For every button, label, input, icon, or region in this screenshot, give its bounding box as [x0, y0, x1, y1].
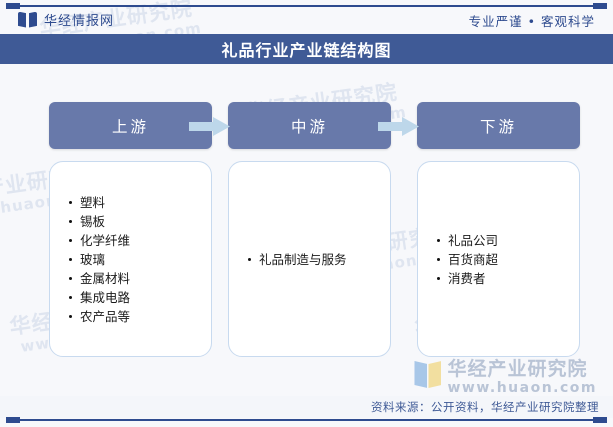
bottom-rule	[6, 417, 607, 423]
list-item: 集成电路	[68, 288, 211, 307]
brand: 华经情报网	[18, 10, 114, 29]
list-item: 锡板	[68, 212, 211, 231]
stage-label: 下游	[479, 117, 517, 136]
list-item: 玻璃	[68, 250, 211, 269]
list-item: 塑料	[68, 193, 211, 212]
list-item: 礼品制造与服务	[247, 250, 390, 269]
footer-logo-cn: 华经产业研究院	[447, 358, 588, 380]
arrow-right-icon	[189, 117, 230, 136]
stage-label: 中游	[290, 117, 328, 136]
book-logo-icon	[414, 361, 442, 388]
footer-logo: 华经产业研究院 www.huaon.com	[414, 359, 597, 396]
list-item: 农产品等	[68, 307, 211, 326]
tagline: 专业严谨 • 客观科学	[468, 14, 595, 29]
footer-logo-text: 华经产业研究院 www.huaon.com	[447, 358, 597, 397]
chart-title-bar: 礼品行业产业链结构图	[0, 34, 613, 64]
stage-header-downstream[interactable]: 下游	[417, 102, 580, 149]
diagram-body: 上游 塑料 锡板 化学纤维 玻璃 金属材料 集成电路 农产品等	[0, 64, 613, 379]
stage-panel-midstream: 礼品制造与服务	[228, 161, 391, 357]
list-item: 消费者	[436, 269, 579, 288]
stage-header-upstream[interactable]: 上游	[49, 102, 212, 149]
list-item: 百货商超	[436, 250, 579, 269]
brand-name: 华经情报网	[44, 14, 115, 29]
stage-item-list: 塑料 锡板 化学纤维 玻璃 金属材料 集成电路 农产品等	[68, 193, 211, 326]
stage-panel-downstream: 礼品公司 百货商超 消费者	[417, 161, 580, 357]
book-logo-icon	[18, 11, 37, 28]
stage-label: 上游	[111, 117, 149, 136]
page-title: 礼品行业产业链结构图	[221, 41, 392, 60]
stage-header-midstream[interactable]: 中游	[228, 102, 391, 149]
footer-logo-url: www.huaon.com	[447, 380, 597, 396]
source-bar: 资料来源：公开资料，华经产业研究院整理	[0, 396, 613, 418]
arrow-right-icon	[378, 117, 419, 136]
list-item: 金属材料	[68, 269, 211, 288]
list-item: 礼品公司	[436, 231, 579, 250]
stage-panel-upstream: 塑料 锡板 化学纤维 玻璃 金属材料 集成电路 农产品等	[49, 161, 212, 357]
top-rule	[6, 3, 607, 9]
stage-item-list: 礼品公司 百货商超 消费者	[436, 231, 579, 288]
source-text: 资料来源：公开资料，华经产业研究院整理	[371, 400, 599, 414]
stage-item-list: 礼品制造与服务	[247, 250, 390, 269]
list-item: 化学纤维	[68, 231, 211, 250]
page-header: 华经情报网 专业严谨 • 客观科学	[0, 7, 613, 34]
